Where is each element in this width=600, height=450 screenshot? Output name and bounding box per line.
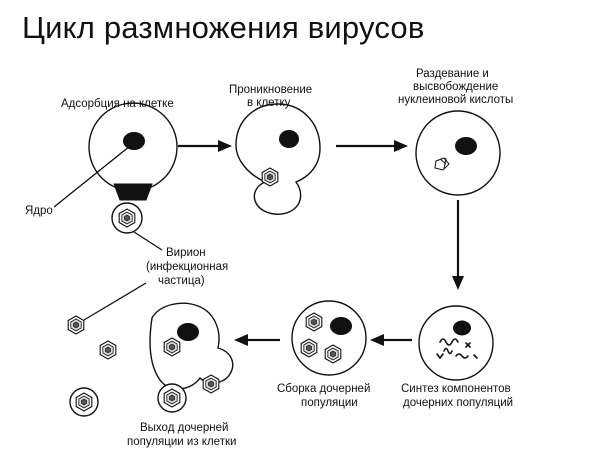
arrow-to-penetration xyxy=(178,140,232,152)
free-virion-icon xyxy=(75,392,93,412)
budding-virion-icon xyxy=(202,374,220,394)
cell-synthesis xyxy=(418,305,494,381)
nucleus-pointer-line xyxy=(53,145,131,208)
cell-penetration xyxy=(235,103,321,215)
budding-virion-icon xyxy=(163,388,181,408)
cell-release xyxy=(149,302,234,413)
label-penetration-1: Проникновение xyxy=(229,84,312,96)
label-virion-2: (инфекционная xyxy=(146,261,228,273)
cell-adsorption xyxy=(88,102,178,234)
label-release-1: Выход дочерней xyxy=(140,422,228,434)
virion-pointer-line xyxy=(133,231,163,251)
arrow-to-synthesis xyxy=(452,200,464,290)
label-uncoating-3: нуклеиновой кислоты xyxy=(398,94,513,106)
cell-uncoating xyxy=(415,110,501,196)
assembled-virion-icon xyxy=(300,338,318,358)
label-assembly-2: популяции xyxy=(301,397,358,409)
label-assembly-1: Сборка дочерней xyxy=(277,383,370,395)
label-nucleus: Ядро xyxy=(25,205,53,217)
label-virion-1: Вирион xyxy=(166,247,206,259)
free-virion-icon xyxy=(67,315,85,335)
arrow-to-assembly xyxy=(370,334,412,346)
penetrating-virion-icon xyxy=(261,167,279,187)
cell-assembly xyxy=(291,300,367,376)
released-virions xyxy=(67,282,147,417)
assembled-virion-icon xyxy=(305,312,323,332)
label-synthesis-1: Синтез компонентов xyxy=(401,383,511,395)
label-release-2: популяции из клетки xyxy=(127,436,236,448)
arrow-to-uncoating xyxy=(336,140,408,152)
label-uncoating-1: Раздевание и xyxy=(416,68,489,80)
arrow-to-release xyxy=(234,334,280,346)
label-uncoating-2: высвобождение xyxy=(413,81,498,93)
assembled-virion-icon xyxy=(324,344,342,364)
label-adsorption: Адсорбция на клетке xyxy=(61,98,174,110)
label-synthesis-2: дочерних популяций xyxy=(403,397,513,409)
free-virion-icon xyxy=(99,340,117,360)
page-title: Цикл размножения вирусов xyxy=(22,10,425,45)
label-penetration-2: в клетку xyxy=(247,97,291,109)
label-virion-3: частица) xyxy=(158,275,205,287)
virion-icon xyxy=(118,208,136,228)
budding-virion-icon xyxy=(163,337,181,357)
